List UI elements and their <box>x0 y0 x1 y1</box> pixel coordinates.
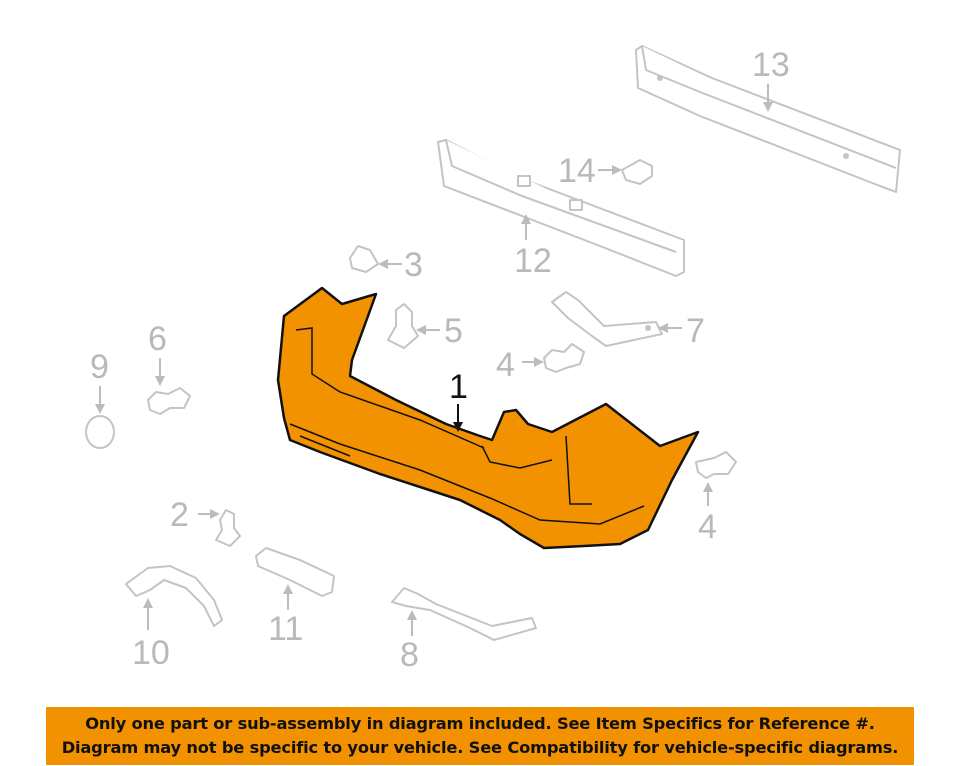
callout-2: 2 <box>170 496 189 534</box>
part-10-splash-guard <box>125 565 223 630</box>
part-14-clip <box>598 159 653 185</box>
callout-5: 5 <box>444 312 463 350</box>
part-13-reinforcement-beam <box>635 45 901 193</box>
callout-13: 13 <box>752 46 790 84</box>
part-9-cap <box>85 386 115 449</box>
callout-11: 11 <box>268 610 303 648</box>
callout-9: 9 <box>90 348 109 386</box>
callout-10: 10 <box>132 634 170 672</box>
bumper-cover-shape <box>276 286 700 550</box>
callout-8: 8 <box>400 636 419 674</box>
callout-1: 1 <box>449 368 468 406</box>
disclaimer-line-1: Only one part or sub-assembly in diagram… <box>85 714 875 733</box>
part-11-bracket <box>255 547 335 610</box>
disclaimer-line-2: Diagram may not be specific to your vehi… <box>61 738 899 757</box>
part-4-bolt-upper <box>522 343 585 373</box>
part-3-retainer <box>349 245 402 273</box>
part-4-bolt-lower <box>695 451 737 506</box>
part-6-clip <box>147 358 191 415</box>
callout-7: 7 <box>686 312 705 350</box>
part-8-bracket <box>391 587 537 641</box>
callout-12: 12 <box>514 242 552 280</box>
callout-14: 14 <box>558 152 596 190</box>
callout-4-upper: 4 <box>496 346 515 384</box>
part-5-push-clip <box>387 303 440 349</box>
callout-4-lower: 4 <box>698 508 717 546</box>
part-7-bracket <box>551 291 682 347</box>
part-1-bumper-cover <box>276 286 700 550</box>
callout-3: 3 <box>404 246 423 284</box>
part-12-energy-absorber <box>437 139 685 277</box>
callout-6: 6 <box>148 320 167 358</box>
part-2-clip <box>198 509 241 547</box>
disclaimer-banner: Only one part or sub-assembly in diagram… <box>46 707 914 765</box>
